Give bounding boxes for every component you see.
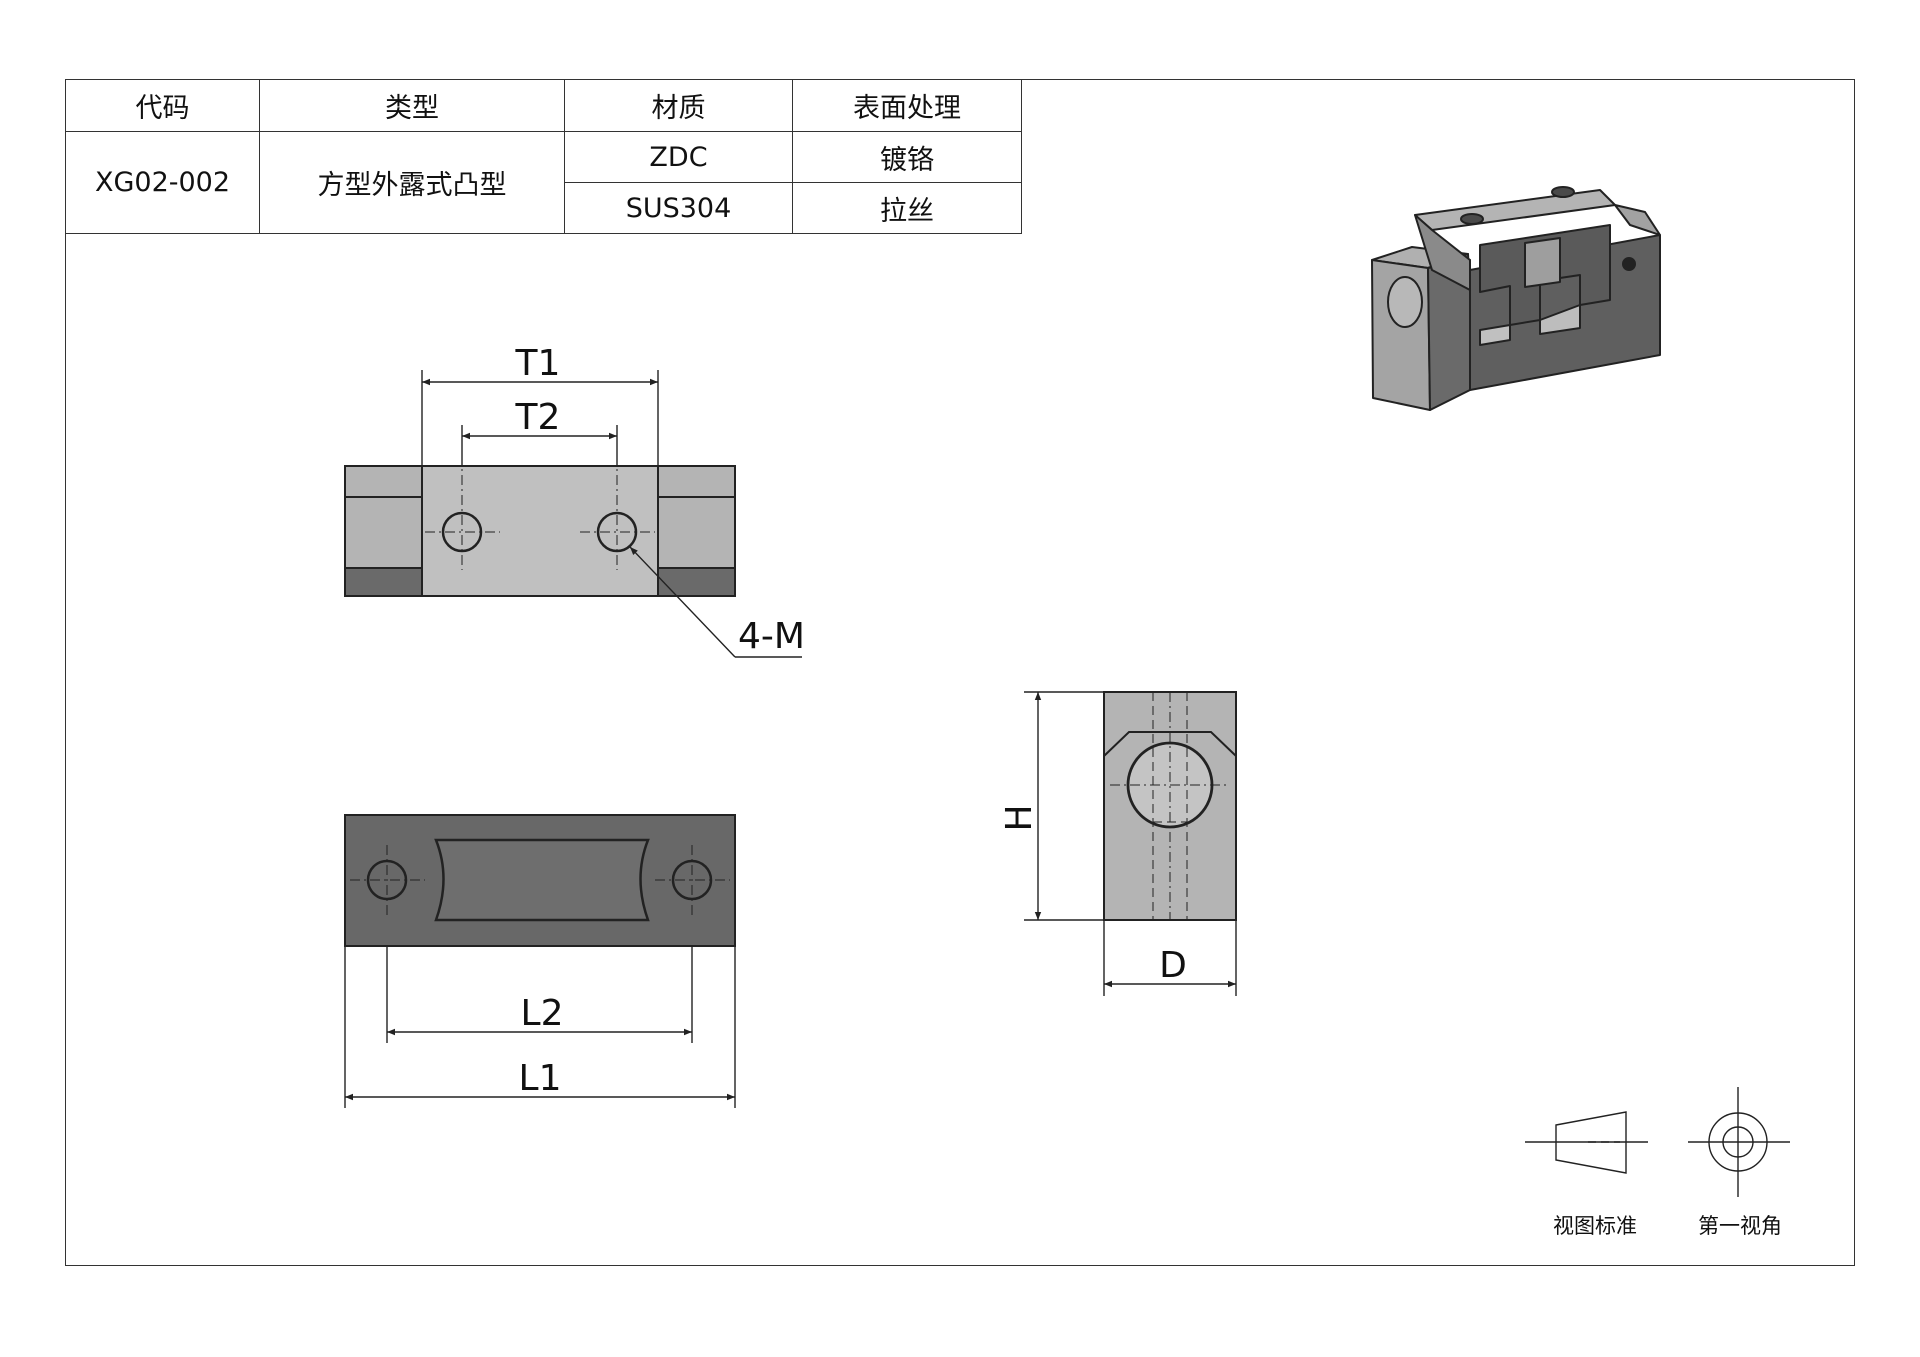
header-type: 类型 <box>259 79 565 132</box>
top-view <box>344 455 736 597</box>
label-4m: 4-M <box>738 616 805 657</box>
projection-symbol <box>1525 1087 1790 1197</box>
cell-finish-2: 拉丝 <box>792 182 1022 234</box>
label-l1: L1 <box>519 1058 562 1099</box>
label-d: D <box>1159 945 1187 986</box>
dim-t1 <box>421 370 659 466</box>
leader-4m <box>629 546 802 658</box>
header-finish: 表面处理 <box>792 79 1022 132</box>
dim-d <box>1103 920 1237 996</box>
caption-view-standard: 视图标准 <box>1553 1214 1637 1238</box>
spec-table: 代码 类型 材质 表面处理 XG02-002 方型外露式凸型 ZDC 镀铬 SU… <box>65 79 1022 234</box>
header-material: 材质 <box>564 79 793 132</box>
cell-finish-1: 镀铬 <box>792 131 1022 183</box>
label-h: H <box>999 804 1040 831</box>
cell-code: XG02-002 <box>65 131 260 234</box>
isometric-view <box>1371 186 1661 411</box>
cell-material-2: SUS304 <box>564 182 793 234</box>
cell-material-1: ZDC <box>564 131 793 183</box>
label-t2: T2 <box>515 397 561 438</box>
side-view <box>1103 691 1237 921</box>
dim-l1 <box>344 946 736 1108</box>
caption-first-angle: 第一视角 <box>1698 1214 1782 1238</box>
dim-t2 <box>461 425 618 466</box>
front-view <box>344 814 736 947</box>
dim-h <box>1024 691 1104 921</box>
label-t1: T1 <box>515 343 561 384</box>
cell-type: 方型外露式凸型 <box>259 131 565 234</box>
dim-l2 <box>386 946 693 1043</box>
label-l2: L2 <box>521 993 564 1034</box>
